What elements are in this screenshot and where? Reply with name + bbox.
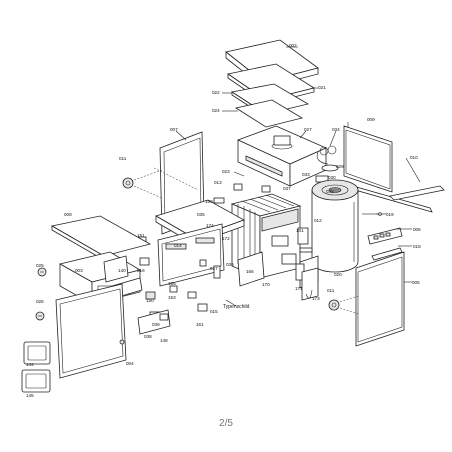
flue-hood-part bbox=[236, 125, 327, 187]
label-022: 022 bbox=[212, 90, 220, 95]
label-004: 004 bbox=[126, 361, 134, 366]
label-155: 155 bbox=[168, 281, 176, 286]
label-021: 021 bbox=[318, 85, 326, 90]
rear-panel-part bbox=[343, 125, 393, 193]
label-038: 038 bbox=[144, 334, 152, 339]
label-016: 016 bbox=[137, 268, 145, 273]
page-indicator: 2/5 bbox=[219, 418, 233, 429]
label-012: 012 bbox=[314, 218, 322, 223]
label-003: 003 bbox=[75, 268, 83, 273]
label-030: 030 bbox=[328, 175, 336, 180]
control-bracket-part bbox=[157, 223, 225, 287]
label-170: 170 bbox=[262, 282, 270, 287]
label-025: 025 bbox=[36, 263, 44, 268]
label-148: 148 bbox=[160, 338, 168, 343]
label-002: 002 bbox=[289, 43, 297, 48]
right-bracket-parts bbox=[367, 227, 403, 261]
label-029: 029 bbox=[336, 164, 344, 169]
lower-bracket-parts bbox=[237, 251, 319, 301]
label-145: 145 bbox=[26, 393, 34, 398]
label-151: 151 bbox=[137, 233, 145, 238]
label-039: 039 bbox=[152, 322, 160, 327]
plate-part bbox=[234, 99, 304, 128]
label-140: 140 bbox=[118, 268, 126, 273]
label-161: 161 bbox=[196, 322, 204, 327]
front-door-part bbox=[55, 283, 127, 379]
label-035: 035 bbox=[197, 212, 205, 217]
label-010: 010 bbox=[410, 155, 418, 160]
label-036: 036 bbox=[226, 262, 234, 267]
label-027: 027 bbox=[304, 127, 312, 132]
label-166: 166 bbox=[246, 269, 254, 274]
label-037: 037 bbox=[283, 186, 291, 191]
label-006: 006 bbox=[413, 227, 421, 232]
frame-parts bbox=[21, 341, 51, 393]
front-trim-part bbox=[50, 215, 152, 261]
part-labels: 002 021 022 024 007 027 034 009 010 011 … bbox=[26, 43, 421, 398]
fan-part bbox=[316, 145, 337, 165]
label-011a: 011 bbox=[119, 156, 127, 161]
screw-parts bbox=[35, 267, 47, 321]
label-020: 020 bbox=[334, 272, 342, 277]
label-153: 153 bbox=[168, 295, 176, 300]
label-015: 015 bbox=[210, 309, 218, 314]
label-007: 007 bbox=[170, 127, 178, 132]
bracket-parts bbox=[297, 227, 313, 253]
label-144: 144 bbox=[26, 362, 34, 367]
grommet-part bbox=[122, 169, 163, 199]
label-017: 017 bbox=[210, 266, 218, 271]
label-014: 014 bbox=[174, 243, 182, 248]
label-150: 150 bbox=[146, 298, 154, 303]
burner-cylinder-part bbox=[311, 179, 359, 273]
label-024: 024 bbox=[212, 108, 220, 113]
grommet-part-2 bbox=[328, 295, 359, 315]
label-026: 026 bbox=[36, 299, 44, 304]
label-033: 033 bbox=[302, 172, 310, 177]
hinge-parts bbox=[119, 309, 171, 345]
label-172: 172 bbox=[222, 236, 230, 241]
leader-lines bbox=[175, 46, 421, 307]
rail-part bbox=[345, 183, 445, 213]
label-019: 019 bbox=[386, 212, 394, 217]
label-032: 032 bbox=[326, 189, 334, 194]
label-008: 008 bbox=[64, 212, 72, 217]
label-013: 013 bbox=[214, 180, 222, 185]
label-023: 023 bbox=[222, 169, 230, 174]
label-034: 034 bbox=[332, 127, 340, 132]
label-173: 173 bbox=[312, 296, 320, 301]
right-side-panel-part bbox=[355, 251, 405, 347]
label-174: 174 bbox=[206, 223, 214, 228]
label-009: 009 bbox=[367, 117, 375, 122]
label-005: 005 bbox=[412, 280, 420, 285]
label-011b: 011 bbox=[327, 288, 335, 293]
label-160: 160 bbox=[205, 199, 213, 204]
label-018: 018 bbox=[413, 244, 421, 249]
label-101: 101 bbox=[296, 228, 304, 233]
label-typenschild: Typenschild bbox=[223, 304, 250, 310]
label-171: 171 bbox=[295, 286, 303, 291]
